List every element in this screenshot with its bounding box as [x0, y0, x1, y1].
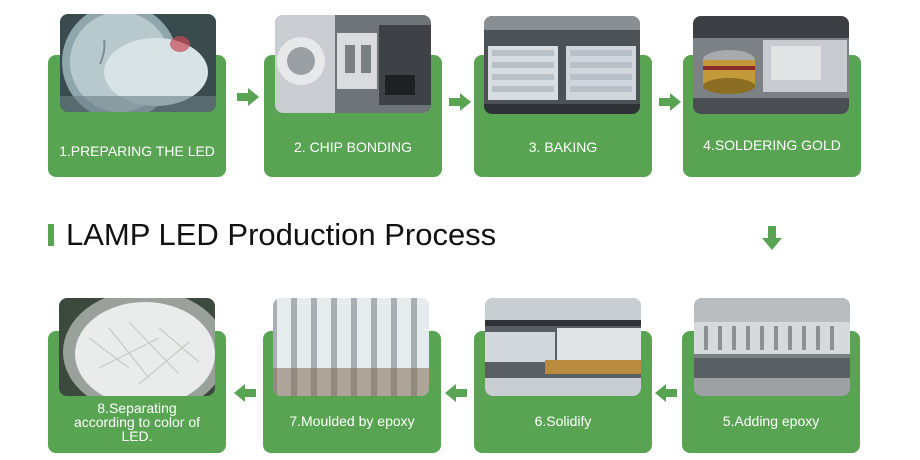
step-photo-3: [484, 16, 640, 114]
arrow-right-icon: [449, 93, 471, 111]
step-photo-4: [693, 16, 849, 114]
page-title: LAMP LED Production Process: [66, 217, 497, 252]
arrow-down-icon: [762, 226, 782, 250]
step-photo-7: [273, 298, 429, 396]
arrow-left-icon: [234, 384, 256, 402]
step-photo-2: [275, 15, 431, 113]
title-accent-bar: [48, 224, 54, 246]
step-label-2: 2. CHIP BONDING: [294, 139, 412, 155]
arrow-right-icon: [237, 88, 259, 106]
step-photo-1: [60, 14, 216, 112]
arrow-left-icon: [445, 384, 467, 402]
arrow-right-icon: [659, 93, 681, 111]
step-label-7: 7.Moulded by epoxy: [289, 413, 415, 429]
step-label-6: 6.Solidify: [534, 413, 592, 429]
step-photo-6: [485, 298, 641, 396]
step-photo-5: [694, 298, 850, 396]
step-label-4: 4.SOLDERING GOLD: [703, 137, 841, 153]
step-label-5: 5.Adding epoxy: [722, 413, 820, 429]
step-photo-8: [59, 298, 215, 396]
step-label-1: 1.PREPARING THE LED: [59, 143, 215, 159]
arrow-left-icon: [655, 384, 677, 402]
step-label-3: 3. BAKING: [528, 139, 598, 155]
step-label-8: 8.Separating according to color of LED.: [73, 400, 201, 444]
